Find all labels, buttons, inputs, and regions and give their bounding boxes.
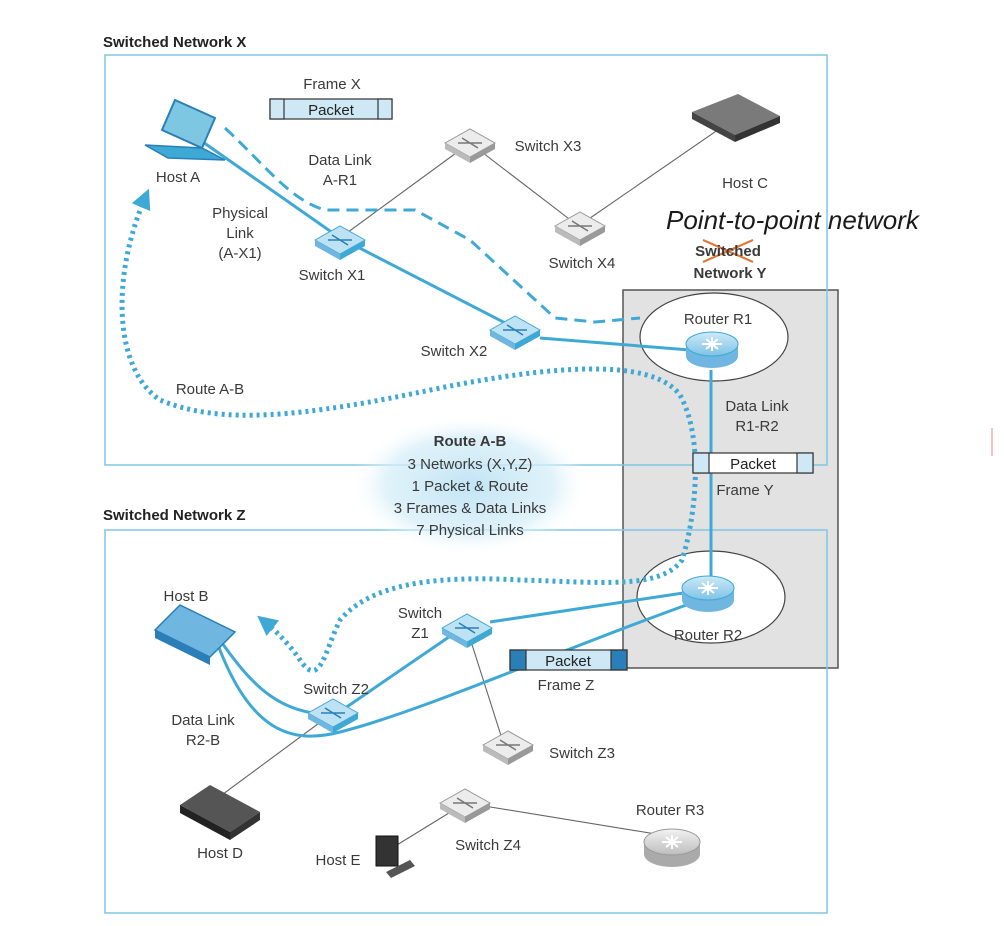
switch-z1-icon xyxy=(440,613,494,648)
summary-line-2: 1 Packet & Route xyxy=(412,478,529,495)
switch-z4-label: Switch Z4 xyxy=(455,837,521,854)
switch-x4-icon xyxy=(553,211,607,246)
network-z-title: Switched Network Z xyxy=(103,507,246,524)
frame-y-packet: Packet xyxy=(730,456,777,473)
point-to-point-label: Point-to-point network xyxy=(666,205,921,235)
switch-z2-label: Switch Z2 xyxy=(303,681,369,698)
dl-r2-b-label-1: Data Link xyxy=(171,712,235,729)
switch-x2-label: Switch X2 xyxy=(421,343,488,360)
host-c-label: Host C xyxy=(722,175,768,192)
summary-line-1: 3 Networks (X,Y,Z) xyxy=(408,456,533,473)
switch-z2-icon xyxy=(306,698,360,733)
physical-links-gray xyxy=(214,124,726,849)
switch-x1-label: Switch X1 xyxy=(299,267,366,284)
frame-z-packet: Packet xyxy=(545,653,592,670)
dl-r1-r2-label-2: R1-R2 xyxy=(735,418,778,435)
switch-x3-icon xyxy=(443,128,497,163)
host-d-server-icon xyxy=(180,785,260,840)
router-r2-icon xyxy=(681,575,735,612)
router-r3-label: Router R3 xyxy=(636,802,704,819)
summary-title: Route A-B xyxy=(434,433,507,450)
frame-x-packet: Packet xyxy=(308,102,355,119)
frame-z-box xyxy=(509,649,628,671)
strike-mark xyxy=(702,238,754,264)
route-a-b-label: Route A-B xyxy=(176,381,244,398)
laptop-icon xyxy=(144,98,226,161)
summary-glow xyxy=(350,415,590,555)
desktop-icon xyxy=(375,835,415,878)
data-link-a-r1 xyxy=(223,126,641,324)
switch-z3-label: Switch Z3 xyxy=(549,745,615,762)
switch-x1-icon xyxy=(313,225,367,260)
physical-link-label-3: (A-X1) xyxy=(218,245,261,262)
host-c-server-icon xyxy=(692,94,780,142)
switch-z3-icon xyxy=(481,730,535,765)
host-b-label: Host B xyxy=(163,588,208,605)
network-y-title-2: Network Y xyxy=(693,265,766,282)
frame-z-label: Frame Z xyxy=(538,677,595,694)
physical-link-label-1: Physical xyxy=(212,205,268,222)
summary-line-4: 7 Physical Links xyxy=(416,522,524,539)
frame-x-label: Frame X xyxy=(303,76,361,93)
network-y-title-1: Switched xyxy=(695,243,761,260)
host-a-label: Host A xyxy=(156,169,200,186)
frame-x-box xyxy=(269,98,393,120)
frame-y-label: Frame Y xyxy=(716,482,773,499)
router-r1-label: Router R1 xyxy=(684,311,752,328)
switch-z1-label-2: Z1 xyxy=(411,625,429,642)
dl-r1-r2-label-1: Data Link xyxy=(725,398,789,415)
switch-z1-label-1: Switch xyxy=(398,605,442,622)
router-r2-label: Router R2 xyxy=(674,627,742,644)
switch-z4-icon xyxy=(438,788,492,823)
network-x-title: Switched Network X xyxy=(103,34,246,51)
switch-x3-label: Switch X3 xyxy=(515,138,582,155)
dl-a-r1-label-1: Data Link xyxy=(308,152,372,169)
physical-link-label-2: Link xyxy=(226,225,254,242)
route-a-b-line xyxy=(119,188,698,674)
router-r1-icon xyxy=(685,331,739,368)
frame-y-box xyxy=(692,452,814,474)
switch-x2-icon xyxy=(488,315,542,350)
host-e-label: Host E xyxy=(315,852,360,869)
dl-a-r1-label-2: A-R1 xyxy=(323,172,357,189)
host-b-server-icon xyxy=(153,604,237,665)
router-r3-icon xyxy=(643,828,701,867)
switch-x4-label: Switch X4 xyxy=(549,255,616,272)
host-d-label: Host D xyxy=(197,845,243,862)
summary-line-3: 3 Frames & Data Links xyxy=(394,500,547,517)
dl-r2-b-label-2: R2-B xyxy=(186,732,220,749)
